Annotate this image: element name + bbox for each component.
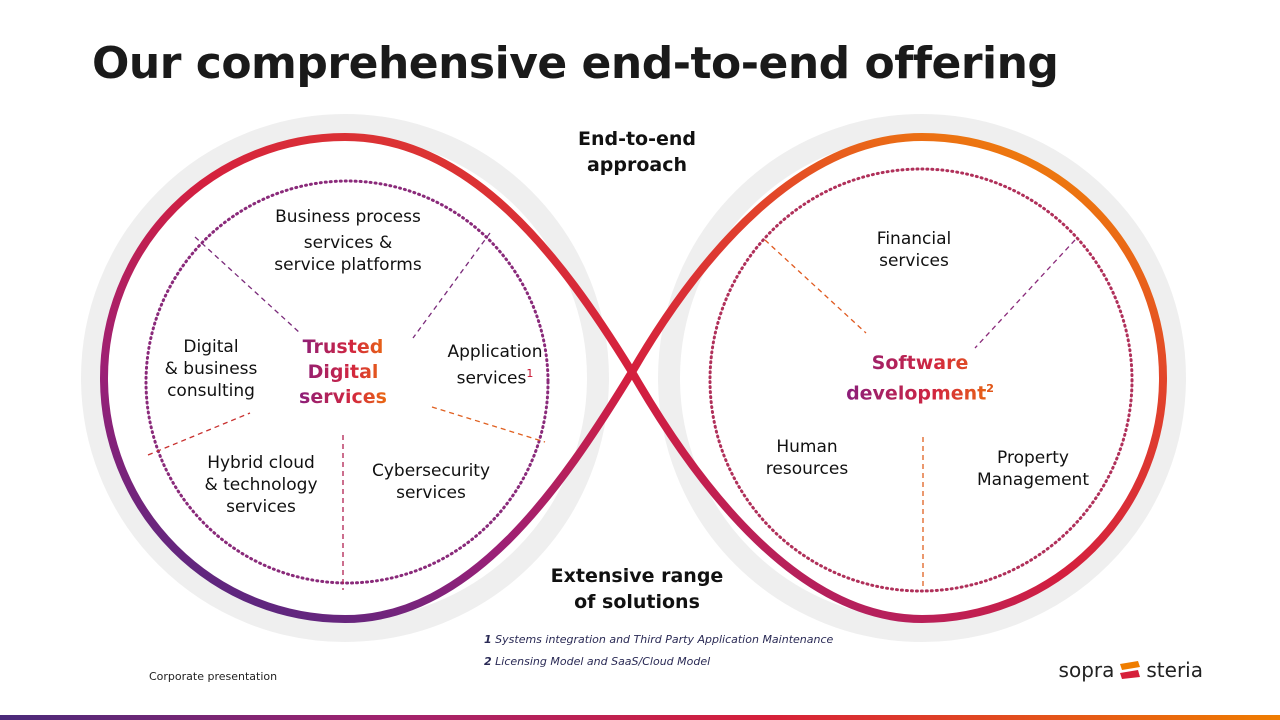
logo-text-left: sopra (1058, 658, 1115, 682)
label-line: Software (871, 352, 969, 374)
footer-label: Corporate presentation (149, 670, 278, 683)
label-line: Application (447, 342, 543, 362)
footnote-number: 2 (484, 655, 492, 668)
left-gray-ring (81, 114, 609, 642)
label-line: services (396, 483, 466, 503)
label-line: End-to-end (577, 128, 697, 150)
label-line: Business process (275, 207, 421, 227)
label-line: of solutions (574, 591, 700, 613)
label-line: Trusted (302, 336, 384, 358)
divider (974, 239, 1076, 349)
label-line: Cybersecurity (371, 461, 491, 481)
trusted-digital-services-title: Trusted Digital services (299, 335, 387, 410)
footnote-number: 1 (484, 633, 492, 646)
divider (147, 412, 251, 456)
label-line: service platforms (274, 255, 422, 275)
sopra-steria-logo: sopra steria (1059, 658, 1203, 682)
label-line: services (879, 251, 949, 271)
segment-hybrid-cloud: Hybrid cloud & technology services (204, 452, 317, 518)
label-line: resources (765, 459, 849, 479)
divider (194, 236, 301, 334)
bottom-gradient-bar (0, 715, 1280, 720)
end-to-end-label: End-to-end approach (578, 126, 696, 178)
right-dotted-circle (708, 167, 1134, 593)
footnote-ref: 1 (526, 367, 534, 380)
extensive-range-label: Extensive range of solutions (551, 563, 724, 615)
divider (764, 239, 867, 334)
footnote-text: Licensing Model and SaaS/Cloud Model (495, 655, 711, 668)
logo-text-right: steria (1146, 658, 1203, 682)
label-line: & technology (204, 475, 318, 495)
segment-business-process: Business process services & service plat… (274, 204, 421, 278)
logo-s-mark-icon (1120, 661, 1141, 679)
page-title: Our comprehensive end-to-end offering (92, 38, 1059, 89)
footnote-2: 2 Licensing Model and SaaS/Cloud Model (484, 655, 710, 668)
label-line: services (299, 386, 387, 408)
footnote-text: Systems integration and Third Party Appl… (495, 633, 834, 646)
label-line: Financial (876, 229, 952, 249)
footnote-ref: 2 (986, 382, 994, 395)
left-dotted-circle (144, 179, 550, 585)
segment-digital-consulting: Digital & business consulting (165, 336, 258, 402)
label-line: Management (977, 470, 1089, 490)
label-line: development (846, 382, 987, 405)
right-gray-ring (658, 114, 1186, 642)
footnote-1: 1 Systems integration and Third Party Ap… (484, 633, 833, 646)
segment-financial-services: Financial services (877, 228, 951, 272)
label-line: services (456, 368, 527, 389)
label-line: Hybrid cloud (207, 453, 315, 473)
label-line: Human (776, 437, 838, 457)
infinity-loop (100, 132, 1167, 624)
software-development-title: Software development2 (846, 351, 994, 406)
label-line: & business (164, 359, 258, 379)
label-line: services (226, 497, 296, 517)
segment-application-services: Application services1 (448, 341, 543, 390)
segment-human-resources: Human resources (766, 436, 848, 480)
segment-property-management: Property Management (977, 447, 1089, 491)
label-line: Extensive range (550, 565, 724, 587)
label-line: consulting (167, 381, 255, 401)
label-line: approach (586, 154, 688, 176)
label-line: services & (303, 233, 393, 253)
label-line: Digital (307, 361, 379, 383)
label-line: Digital (183, 337, 239, 357)
divider (412, 232, 491, 339)
divider (431, 406, 546, 443)
segment-cybersecurity: Cybersecurity services (372, 460, 490, 504)
label-line: Property (997, 448, 1069, 468)
